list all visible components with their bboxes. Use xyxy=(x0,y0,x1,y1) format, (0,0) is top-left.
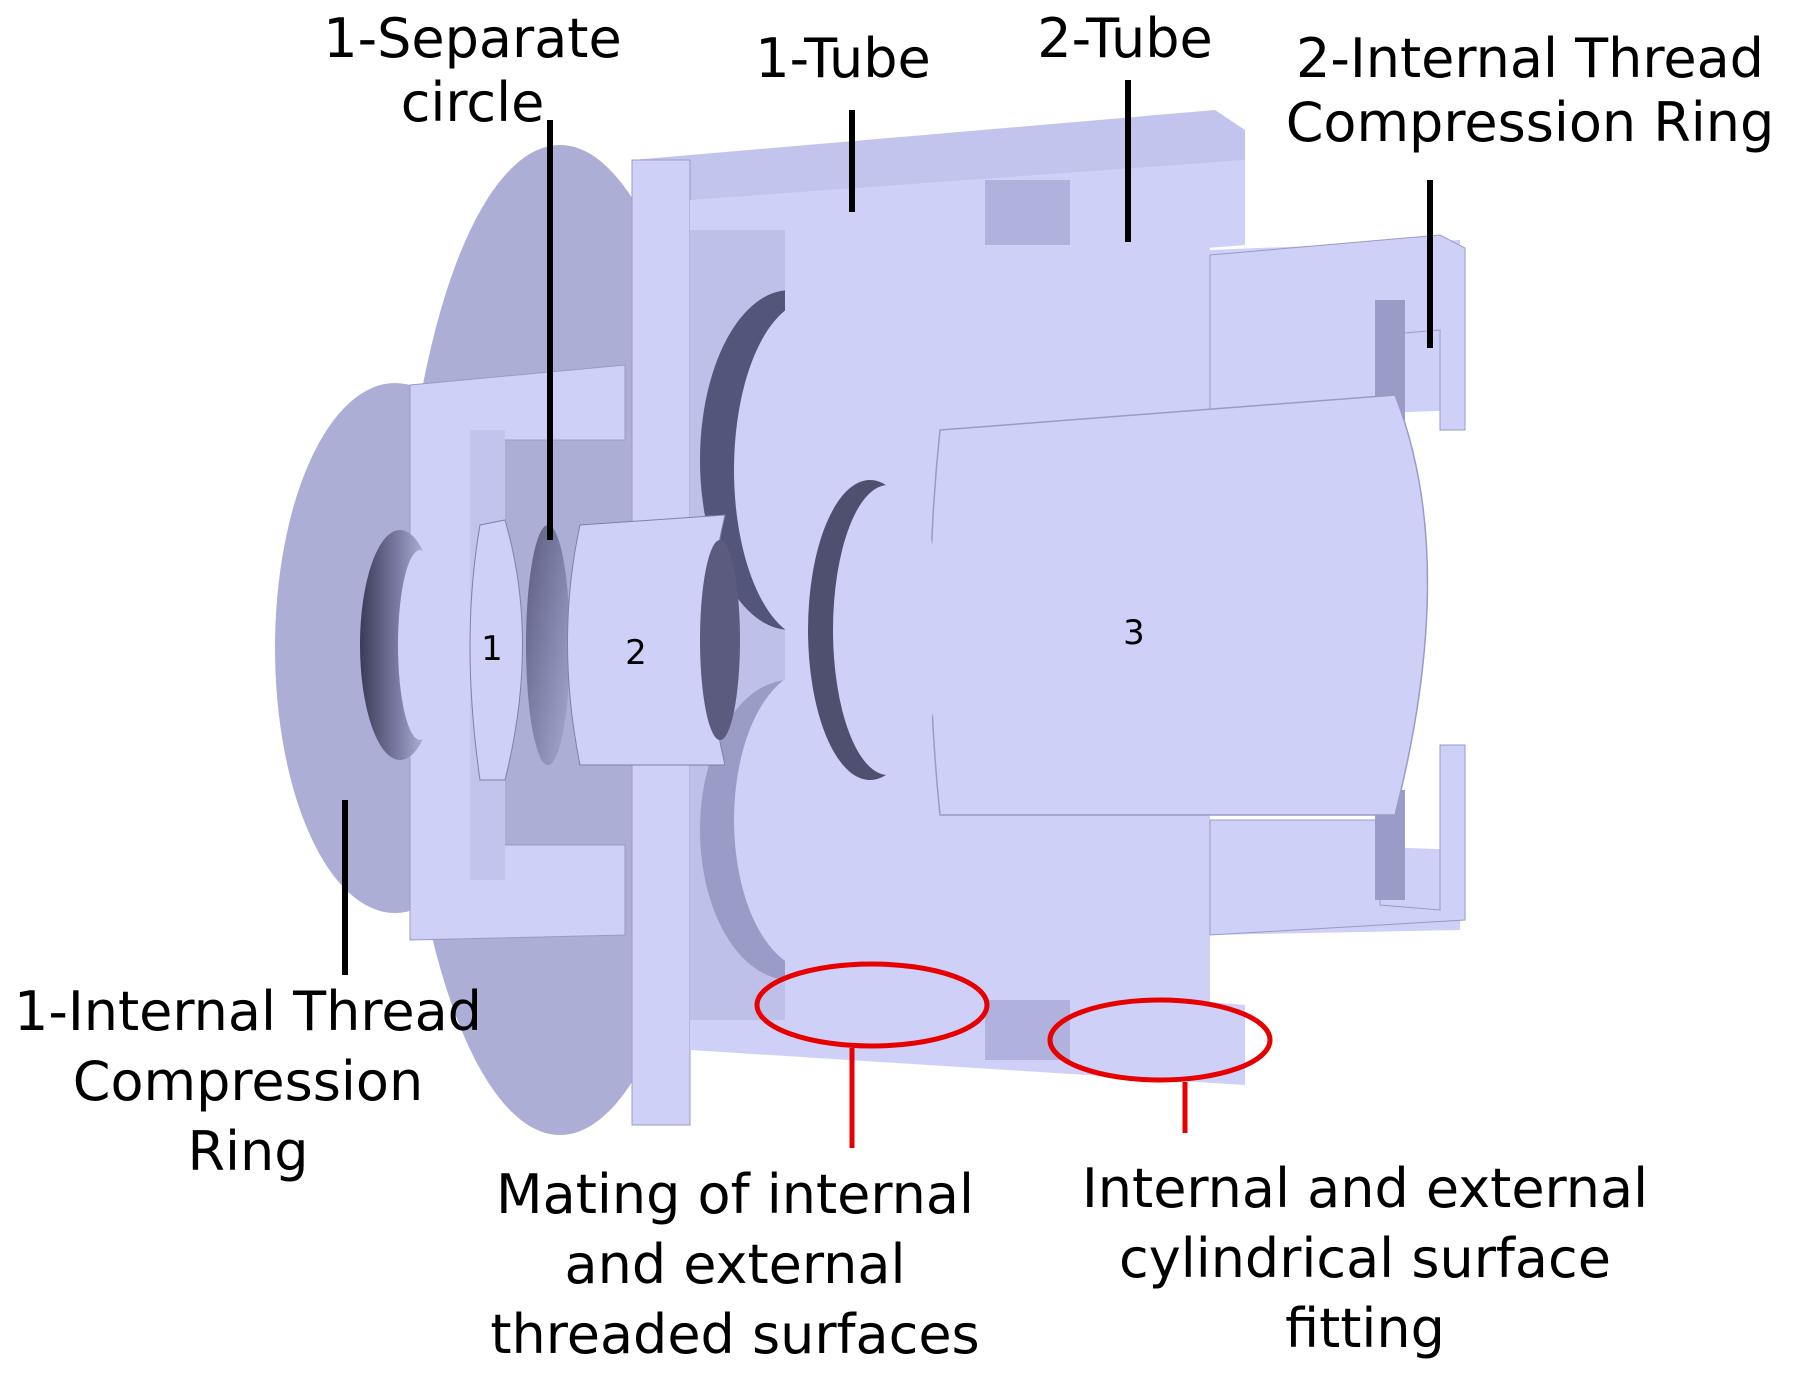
tube2-label: 2-Tube xyxy=(1037,7,1213,70)
mating-label-line3: threaded surfaces xyxy=(490,1303,980,1366)
lens2 xyxy=(567,514,740,766)
lens1-number: 1 xyxy=(481,629,503,669)
mating-highlight-ellipse xyxy=(754,961,990,1049)
ring1-label-line3: Ring xyxy=(187,1120,309,1183)
tube1-label: 1-Tube xyxy=(755,27,931,90)
ring2-label-line2: Compression Ring xyxy=(1285,91,1775,154)
separate-circle-label: 1-Separate circle xyxy=(315,12,630,130)
cylindrical-highlight-ellipse xyxy=(1047,997,1273,1083)
mating-label: Mating of internal and external threaded… xyxy=(470,1168,1000,1362)
separate-circle-label-line1: 1-Separate xyxy=(323,7,622,70)
lens3 xyxy=(808,394,1429,816)
separate-circle xyxy=(526,525,570,765)
ring1-label-line2: Compression xyxy=(72,1050,424,1113)
cylindrical-label-line1: Internal and external xyxy=(1081,1157,1649,1220)
lens3-number: 3 xyxy=(1123,613,1145,653)
cylindrical-label: Internal and external cylindrical surfac… xyxy=(1065,1162,1665,1356)
ring2-label-line1: 2-Internal Thread xyxy=(1296,27,1764,90)
mating-label-line1: Mating of internal xyxy=(496,1163,974,1226)
ring2-label: 2-Internal Thread Compression Ring xyxy=(1270,32,1790,150)
mating-label-line2: and external xyxy=(564,1233,906,1296)
ring1-label-line1: 1-Internal Thread xyxy=(14,980,482,1043)
lens1 xyxy=(469,519,523,781)
separate-circle-label-line2: circle xyxy=(400,71,545,134)
ring1-label: 1-Internal Thread Compression Ring xyxy=(8,985,488,1179)
lens2-number: 2 xyxy=(625,633,647,673)
cylindrical-label-line3: fitting xyxy=(1285,1297,1445,1360)
ring2-body xyxy=(1209,234,1466,936)
cylindrical-label-line2: cylindrical surface xyxy=(1119,1227,1611,1290)
